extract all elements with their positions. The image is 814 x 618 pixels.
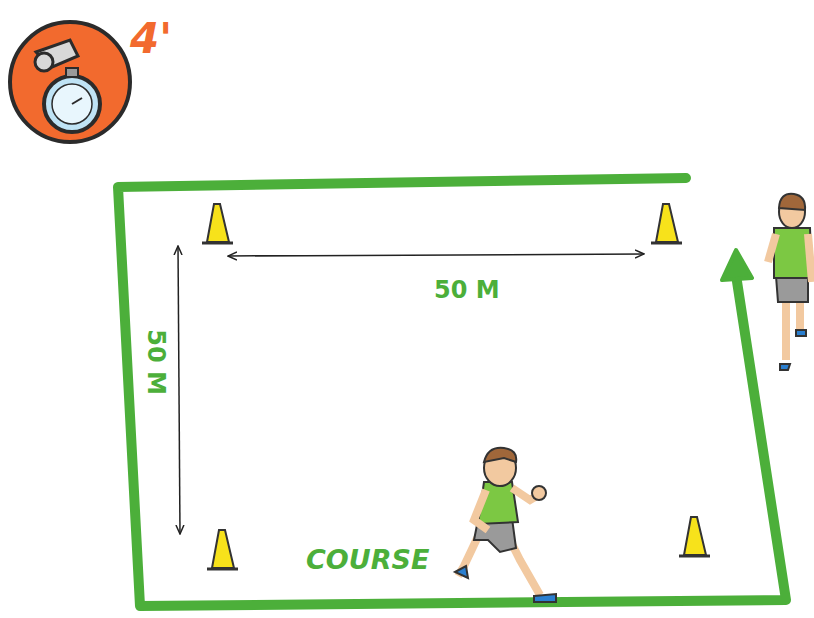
dimension-label: 50 M [144,329,168,395]
cone [651,204,682,243]
runner [455,448,556,602]
dimension-line [228,254,644,256]
running-track [118,178,786,606]
timer-icon [10,22,130,142]
activity-label: COURSE [306,546,429,573]
runner [768,194,812,370]
cone [679,517,710,556]
cone [207,530,238,569]
duration-label: 4' [130,18,172,60]
cone [202,204,233,243]
dimension-label: 50 M [434,278,500,302]
track-arrowhead [722,250,752,280]
dimension-line [178,246,180,534]
